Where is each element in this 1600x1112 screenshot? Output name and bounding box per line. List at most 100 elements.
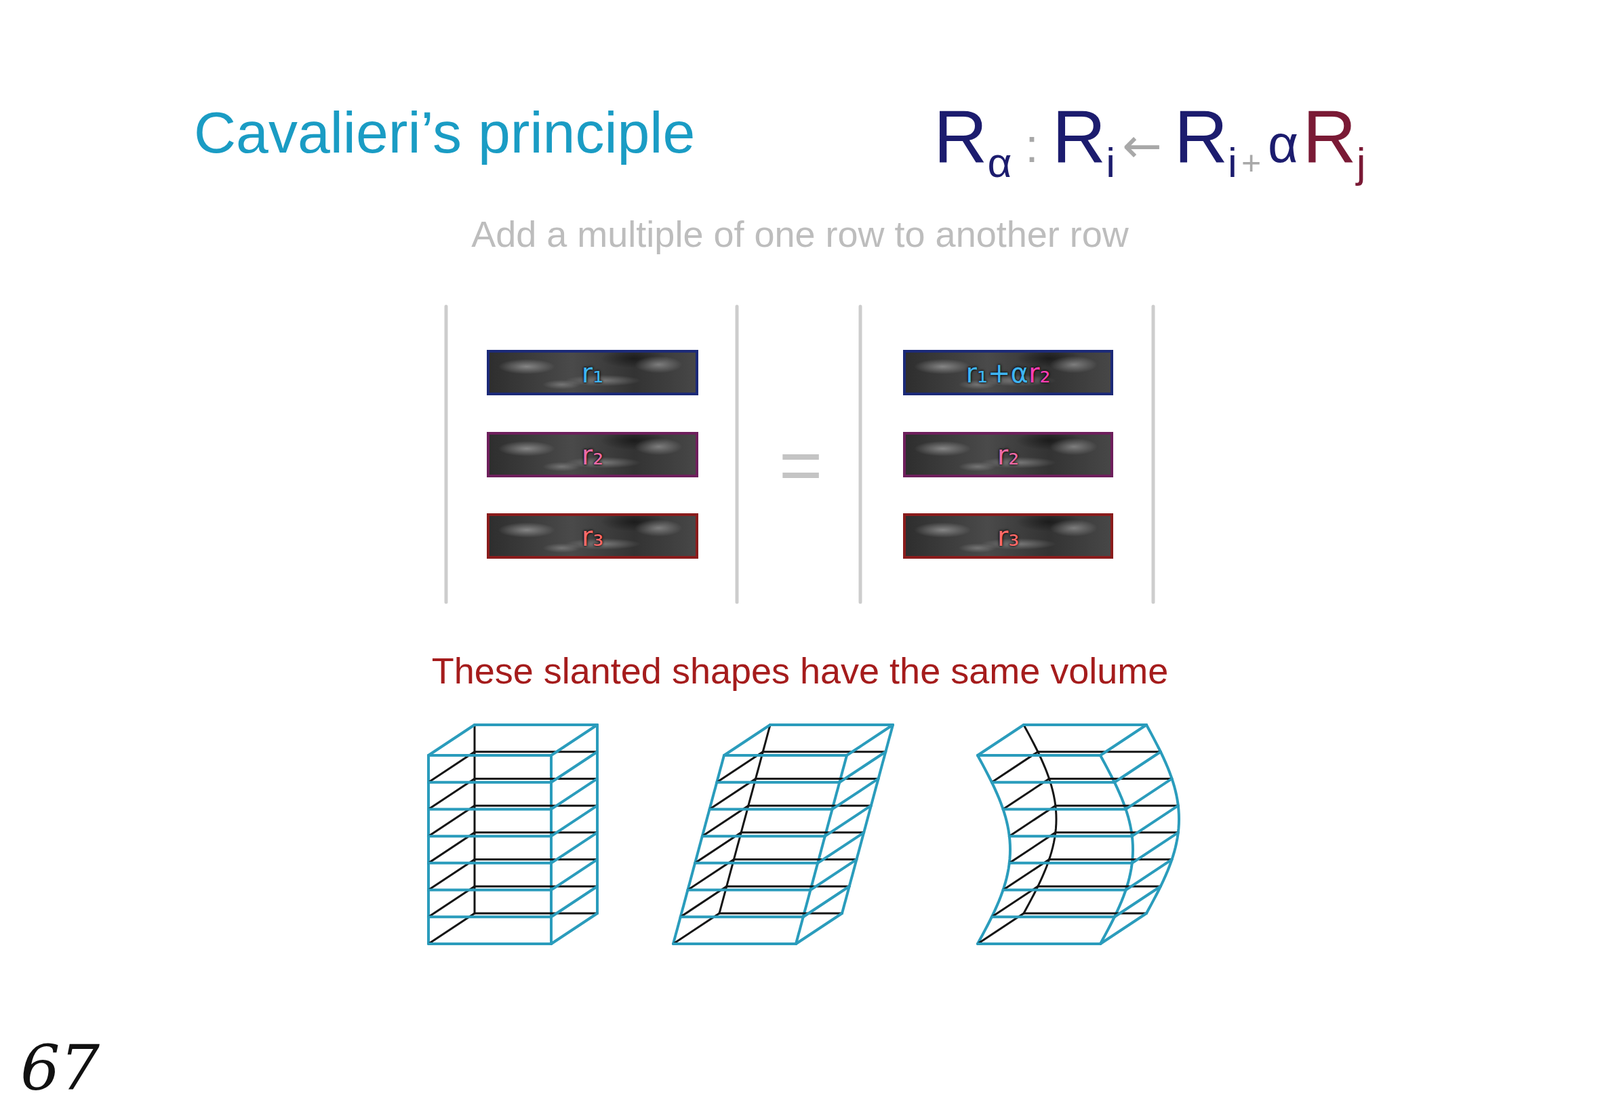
formula-symbol: R	[1174, 98, 1228, 174]
cross-section	[428, 861, 552, 865]
cross-section	[551, 859, 598, 891]
cross-section	[428, 807, 552, 811]
cross-section	[741, 831, 864, 834]
cross-section	[551, 805, 598, 836]
cross-section	[716, 781, 840, 784]
cross-section	[474, 777, 598, 780]
cross-section	[551, 724, 598, 756]
cross-section	[1003, 888, 1127, 892]
formula-symbol: R	[1052, 98, 1106, 174]
matrix-row: r₂	[486, 431, 699, 478]
cross-section	[1023, 723, 1147, 727]
row-label: r₁	[581, 357, 604, 388]
formula-symbol: i	[1227, 141, 1238, 184]
cross-section	[1037, 750, 1161, 753]
formula-symbol: α	[1267, 117, 1299, 171]
cross-section	[1009, 834, 1133, 838]
cross-section	[1055, 831, 1179, 834]
cross-section	[1023, 912, 1147, 915]
cross-section	[551, 751, 598, 783]
cross-section	[474, 723, 598, 727]
cross-section	[474, 885, 598, 888]
row-label: r₂	[1028, 357, 1051, 388]
determinant-bar	[1151, 306, 1156, 603]
formula-symbol: R	[1302, 98, 1356, 174]
matrix-row: r₁+αr₂	[903, 349, 1114, 396]
cross-section	[1100, 724, 1147, 756]
cross-section	[1003, 807, 1127, 811]
solid-edge	[1023, 724, 1057, 914]
cross-section	[1055, 804, 1179, 807]
cross-section	[709, 807, 833, 811]
caption-note: These slanted shapes have the same volum…	[0, 652, 1600, 689]
matrix-row: r₃	[486, 513, 699, 559]
cross-section	[1049, 858, 1173, 861]
cross-section	[551, 832, 598, 864]
cross-section	[474, 912, 598, 915]
cross-section	[1126, 778, 1173, 809]
cross-section	[474, 750, 598, 753]
cross-section	[1049, 777, 1173, 780]
cross-section	[724, 724, 771, 756]
slanted-solid	[977, 724, 1179, 944]
cross-section	[551, 778, 598, 809]
cross-section	[726, 885, 850, 888]
formula-symbol: i	[1105, 141, 1116, 184]
formula-symbol: ←	[1122, 122, 1163, 170]
determinant-bar	[858, 306, 863, 603]
formula-symbol: +	[1241, 145, 1262, 180]
cross-section	[755, 777, 879, 780]
cross-section	[428, 888, 552, 892]
row-label: r₂	[581, 440, 604, 470]
cross-section	[428, 753, 552, 757]
cross-section	[428, 915, 552, 918]
cross-section	[748, 804, 872, 807]
cross-section	[733, 858, 857, 861]
cross-section	[680, 915, 804, 918]
cross-section	[724, 753, 847, 757]
cross-section	[687, 888, 811, 892]
cross-section	[428, 781, 552, 784]
page-number: 67	[20, 1037, 156, 1100]
cross-section	[1009, 861, 1133, 865]
cross-section	[428, 724, 475, 756]
matrix-row: r₂	[903, 431, 1114, 478]
cross-section	[428, 834, 552, 838]
cross-section	[719, 912, 843, 915]
cross-section	[991, 915, 1115, 918]
cross-section	[846, 724, 893, 756]
cross-section	[1132, 832, 1179, 864]
slanted-solid	[673, 724, 893, 944]
row-label: r₁+α	[966, 357, 1029, 388]
cross-section	[1114, 751, 1161, 783]
cross-section	[673, 942, 796, 946]
row-operation: Rα:Ri←Ri+αRj	[933, 98, 1366, 174]
cross-section	[551, 886, 598, 917]
cross-section	[1132, 805, 1179, 836]
formula-symbol: R	[933, 98, 988, 174]
cross-section	[991, 781, 1115, 784]
determinant-bar	[444, 306, 449, 603]
row-label: r₃	[997, 521, 1019, 552]
row-label: r₃	[581, 521, 604, 552]
page-title: Cavalieri’s principle	[193, 103, 695, 162]
subtitle: Add a multiple of one row to another row	[0, 215, 1600, 253]
cross-section	[474, 831, 598, 834]
cross-section	[474, 858, 598, 861]
formula-symbol: α	[987, 141, 1012, 184]
formula-symbol: :	[1025, 122, 1038, 170]
determinant-bar	[735, 306, 739, 603]
cross-section	[977, 724, 1024, 756]
cross-section	[428, 942, 552, 946]
cross-section	[977, 753, 1101, 757]
matrix-row: r₃	[903, 513, 1114, 559]
formula-symbol: j	[1356, 141, 1367, 184]
cross-section	[977, 942, 1101, 946]
solid-edge	[1146, 724, 1179, 914]
cross-section	[474, 804, 598, 807]
cross-section	[762, 750, 886, 753]
cross-section	[770, 723, 893, 727]
cross-section	[702, 834, 826, 838]
cross-section	[551, 913, 598, 944]
cross-section	[694, 861, 818, 865]
